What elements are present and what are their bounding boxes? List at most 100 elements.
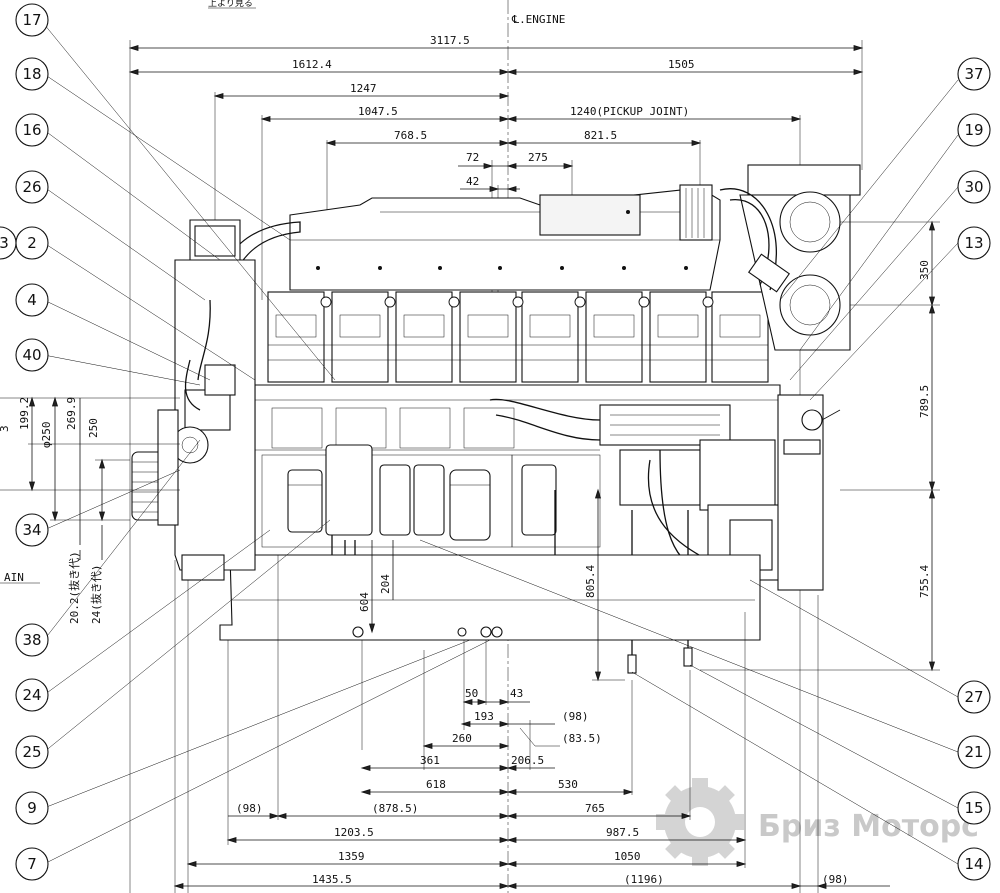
- callout-18: 18: [15, 57, 49, 91]
- svg-text:26: 26: [22, 178, 41, 196]
- svg-text:9: 9: [27, 799, 37, 817]
- dim-v-755: 755.4: [918, 565, 931, 598]
- dim-1505: 1505: [668, 58, 695, 71]
- dim-42: 42: [466, 175, 479, 188]
- dim-43: 43: [510, 687, 523, 700]
- dim-193: 193: [474, 710, 494, 723]
- dim-v-269: 269.9: [65, 397, 78, 430]
- oil-filters: [287, 444, 557, 541]
- dim-v-789: 789.5: [918, 385, 931, 418]
- callouts-left: 17 18 16 26 3 2 4 40 34 38 24 25 9 7: [0, 3, 49, 881]
- dim-275: 275: [528, 151, 548, 164]
- dim-1247: 1247: [350, 82, 377, 95]
- fuel-system: [489, 394, 841, 591]
- svg-text:37: 37: [964, 65, 983, 83]
- dim-v-204: 204: [379, 574, 392, 594]
- callout-38: 38: [15, 623, 49, 657]
- callouts-right: 37 19 30 13 27 21 15 14: [957, 57, 991, 881]
- callout-7: 7: [15, 847, 49, 881]
- dim-v-phi250: φ250: [40, 422, 53, 449]
- callout-34: 34: [15, 513, 49, 547]
- dim-530: 530: [558, 778, 578, 791]
- dim-98b: (98): [236, 802, 263, 815]
- top-dimensions: 3117.5 1612.4 1505 1247 1047.5 1240(PICK…: [128, 34, 864, 893]
- bottom-dimensions: 50 43 193 (98) 260 (83.5) 361 206.5 618 …: [173, 555, 890, 893]
- dim-1050: 1050: [614, 850, 641, 863]
- svg-text:7: 7: [27, 855, 37, 873]
- view-label: 上より見る: [208, 0, 253, 9]
- centerline-label: ℄.ENGINE: [511, 13, 565, 26]
- svg-text:30: 30: [964, 178, 983, 196]
- dim-v-250: 250: [87, 418, 100, 438]
- svg-text:25: 25: [22, 743, 41, 761]
- dim-765: 765: [585, 802, 605, 815]
- callout-40: 40: [15, 338, 49, 372]
- svg-text:24: 24: [22, 686, 41, 704]
- dim-98a: (98): [562, 710, 589, 723]
- dim-618: 618: [426, 778, 446, 791]
- callout-25: 25: [15, 735, 49, 769]
- svg-text:18: 18: [22, 65, 41, 83]
- svg-text:27: 27: [964, 688, 983, 706]
- callout-14: 14: [957, 847, 991, 881]
- front-pulley: [131, 259, 256, 581]
- dim-987: 987.5: [606, 826, 639, 839]
- drain-label: AIN: [4, 571, 24, 584]
- callout-17: 17: [15, 3, 49, 37]
- dim-260: 260: [452, 732, 472, 745]
- svg-text:3: 3: [0, 234, 9, 252]
- svg-text:13: 13: [964, 234, 983, 252]
- dim-1359: 1359: [338, 850, 365, 863]
- dim-72: 72: [466, 151, 479, 164]
- dim-v-350: 350: [918, 260, 931, 280]
- svg-text:40: 40: [22, 346, 41, 364]
- callout-19: 19: [957, 113, 991, 147]
- svg-text:38: 38: [22, 631, 41, 649]
- watermark: Бриз Моторс: [656, 778, 979, 866]
- svg-text:4: 4: [27, 291, 37, 309]
- svg-text:19: 19: [964, 121, 983, 139]
- svg-text:2: 2: [27, 234, 37, 252]
- svg-text:34: 34: [22, 521, 41, 539]
- right-dimensions: 350 789.5 755.4 805.4: [584, 220, 940, 682]
- svg-text:15: 15: [964, 799, 983, 817]
- callout-21: 21: [957, 735, 991, 769]
- leader-lines: [43, 23, 959, 865]
- callout-16: 16: [15, 113, 49, 147]
- callout-37: 37: [957, 57, 991, 91]
- dim-v-24: 24(抜き代): [89, 565, 103, 625]
- dim-1612: 1612.4: [292, 58, 332, 71]
- svg-text:17: 17: [22, 11, 41, 29]
- callout-30: 30: [957, 170, 991, 204]
- dim-878: (878.5): [372, 802, 418, 815]
- dim-v-20: 20.2(抜き代): [67, 551, 81, 624]
- dim-2065: 206.5: [511, 754, 544, 767]
- dim-1047: 1047.5: [358, 105, 398, 118]
- dim-v-199: 199.2: [18, 397, 31, 430]
- dim-361: 361: [420, 754, 440, 767]
- callout-2: 2: [15, 226, 49, 260]
- svg-text:14: 14: [964, 855, 983, 873]
- dim-v-cut: 3: [0, 425, 11, 432]
- dim-768: 768.5: [394, 129, 427, 142]
- callout-3: 3: [0, 226, 17, 260]
- dim-50: 50: [465, 687, 478, 700]
- callout-26: 26: [15, 170, 49, 204]
- svg-text:21: 21: [964, 743, 983, 761]
- callout-4: 4: [15, 283, 49, 317]
- svg-text:16: 16: [22, 121, 41, 139]
- dim-3117: 3117.5: [430, 34, 470, 47]
- dim-v-604: 604: [358, 592, 371, 612]
- callout-15: 15: [957, 791, 991, 825]
- dim-98c: (98): [822, 873, 849, 886]
- dim-1435: 1435.5: [312, 873, 352, 886]
- callout-13: 13: [957, 226, 991, 260]
- dim-1240: 1240(PICKUP JOINT): [570, 105, 689, 118]
- dim-821: 821.5: [584, 129, 617, 142]
- watermark-text: Бриз Моторс: [758, 809, 979, 844]
- callout-27: 27: [957, 680, 991, 714]
- cylinder-heads: [267, 291, 769, 383]
- dim-1203: 1203.5: [334, 826, 374, 839]
